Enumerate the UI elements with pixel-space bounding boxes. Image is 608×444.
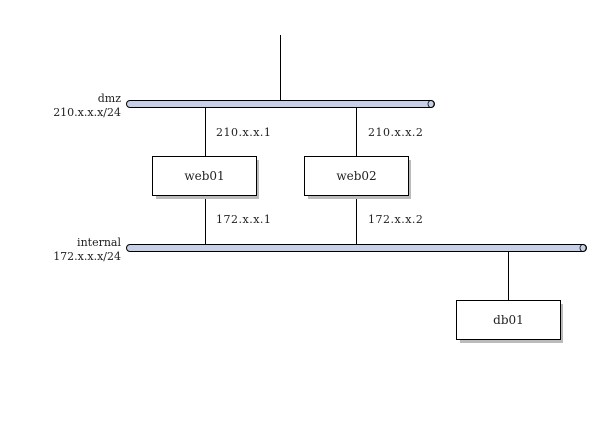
- internal-cidr-label: 172.x.x.x/24: [53, 250, 121, 263]
- web01-node: web01: [152, 156, 259, 199]
- web02-node: web02: [304, 156, 411, 199]
- web01-dmz-ip-label: 210.x.x.1: [216, 126, 271, 139]
- internal-bus: [126, 244, 587, 252]
- dmz-name-label: dmz: [98, 92, 121, 105]
- web02-label: web02: [336, 169, 376, 183]
- web01-internal-ip-label: 172.x.x.1: [216, 213, 271, 226]
- dmz-bus: [126, 100, 435, 108]
- web01-label: web01: [184, 169, 224, 183]
- web02-internal-ip-label: 172.x.x.2: [368, 213, 423, 226]
- dmz-cidr-label: 210.x.x.x/24: [53, 106, 121, 119]
- web02-dmz-ip-label: 210.x.x.2: [368, 126, 423, 139]
- internal-name-label: internal: [77, 236, 121, 249]
- db01-node: db01: [456, 300, 563, 343]
- db01-label: db01: [493, 313, 524, 327]
